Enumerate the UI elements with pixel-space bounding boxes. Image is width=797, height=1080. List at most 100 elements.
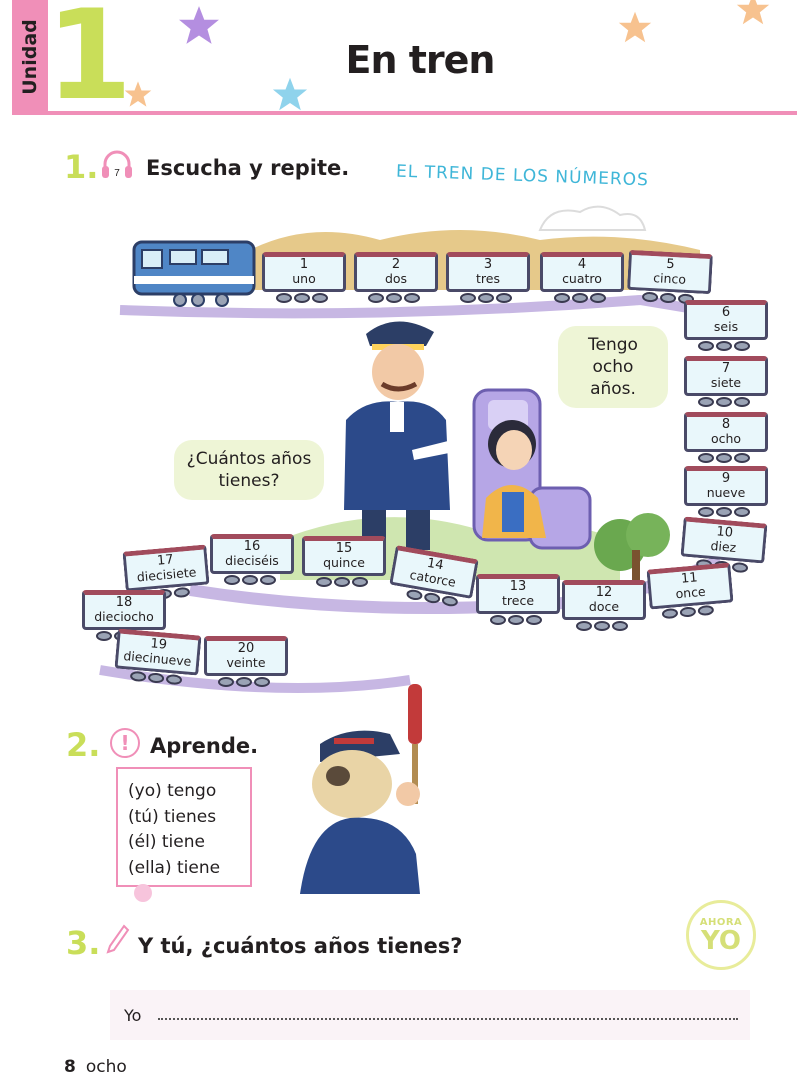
page-word: ocho [85,1057,127,1077]
unit-tab: Unidad [12,0,48,114]
train-banner: EL TREN DE LOS NÚMEROS [395,161,650,191]
conductor-speech-bubble: ¿Cuántos años tienes? [174,440,324,500]
star-icon [272,77,308,111]
ahora-yo-badge: AHORA YO [686,900,756,970]
car-wheels [218,677,270,689]
dog-conductor-illustration [300,684,422,894]
unit-number: 1 [46,0,133,128]
car-word: tres [476,271,500,286]
car-number: 13 [509,579,527,594]
verb-line-with-dot: (ella) tiene [128,856,240,907]
answer-band [110,990,750,1040]
bubble-line: Tengo [588,335,638,355]
badge-main-text: YO [700,925,741,956]
car-word: veinte [226,655,266,670]
star-icon [179,6,219,44]
badge-top-text: AHORA [699,916,743,928]
verb-line: (él) tiene [128,832,205,852]
car-wheels [698,341,750,353]
car-wheels [576,621,628,633]
verb-line: (ella) tiene [128,857,221,878]
car-word: quince [323,555,365,570]
car-word: siete [710,375,742,390]
car-word: dos [384,271,408,286]
answer-line[interactable] [158,1018,738,1020]
car-wheels [368,293,420,305]
pencil-icon [106,924,130,954]
car-word: diez [709,537,737,556]
exclamation-icon: ! [110,728,140,758]
page-number: 8 [64,1057,76,1077]
verb-line: (yo) tengo [128,781,217,801]
star-icon [736,0,770,25]
car-wheels [698,453,750,465]
verb-line: (tú) tienes [128,806,217,827]
car-wheels [276,293,328,305]
car-number: 1 [299,257,309,272]
headphones-icon: 7 [102,150,132,179]
unit-label: Unidad [19,19,41,95]
car-word: dieciséis [225,553,279,568]
car-word: nueve [706,485,746,500]
section-1-title: Escucha y repite. [146,156,350,180]
pink-dot-icon [134,884,152,902]
car-number: 12 [595,585,613,600]
car-number: 4 [577,257,587,272]
car-wheels [698,507,750,519]
car-word: uno [292,271,316,286]
car-word: once [674,583,707,602]
verb-box: (yo) tengo (tú) tienes (él) tiene (ella)… [116,767,252,902]
section-3-number: 3. [66,924,101,962]
car-word: cinco [652,270,687,287]
car-number: 9 [721,471,731,486]
locomotive [132,240,256,307]
car-word: cuatro [562,271,602,286]
section-3-title: Y tú, ¿cuántos años tienes? [138,934,463,958]
car-number: 18 [115,595,133,610]
track-number: 7 [114,168,120,179]
star-icon [618,11,652,43]
section-2-title: Aprende. [150,734,259,758]
header-rule [12,111,797,115]
car-wheels [554,293,606,305]
section-1-number: 1. [64,148,99,186]
car-number: 20 [237,641,255,656]
car-number: 2 [391,257,401,272]
car-wheels [490,615,542,627]
car-word: ocho [710,431,742,446]
answer-prefix: Yo [124,1006,142,1025]
bubble-line: ocho años. [590,357,636,399]
page-title: En tren [345,38,496,82]
car-wheels [460,293,512,305]
section-2-number: 2. [66,726,101,764]
car-word: doce [588,599,620,614]
car-word: trece [501,593,535,608]
car-number: 15 [335,541,353,556]
car-number: 16 [243,539,261,554]
star-icon [124,81,152,107]
car-wheels [224,575,276,587]
conductor-illustration [344,321,454,550]
girl-illustration [472,388,592,550]
car-number: 7 [721,361,731,376]
bubble-line: ¿Cuántos años [186,449,312,469]
car-number: 3 [483,257,493,272]
car-wheels [316,577,368,589]
car-number: 8 [721,417,731,432]
